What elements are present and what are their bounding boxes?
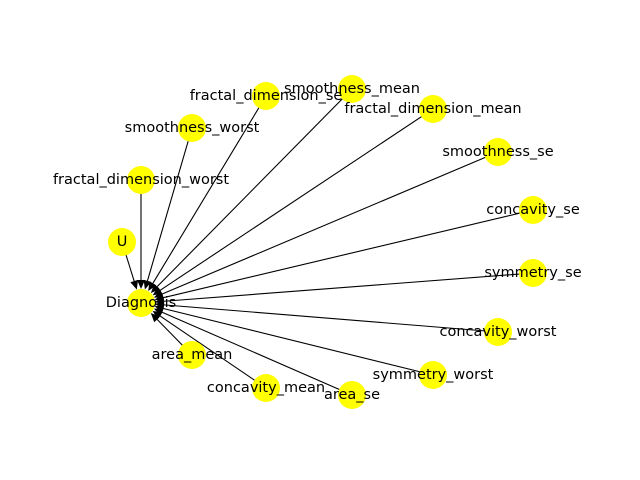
node-label-fractal-dimension-mean: fractal_dimension_mean (344, 101, 521, 117)
node-symmetry-se (519, 259, 547, 287)
edge-concavity-se-to-diagnosis (163, 209, 534, 299)
edge-smoothness-se-to-diagnosis (161, 151, 499, 295)
node-area-mean (178, 341, 206, 369)
node-label-fractal-dimension-se: fractal_dimension_se (190, 88, 343, 104)
edge-concavity-mean-to-diagnosis (159, 315, 267, 389)
node-label-area-se: area_se (324, 387, 380, 403)
node-label-smoothness-mean: smoothness_mean (284, 81, 420, 97)
node-smoothness-worst (178, 114, 206, 142)
node-label-smoothness-worst: smoothness_worst (125, 120, 260, 136)
edge-arrowhead-u (130, 279, 138, 290)
edge-fractal-dimension-se-to-diagnosis (152, 95, 267, 284)
node-diagnosis (127, 289, 155, 317)
node-u (108, 228, 136, 256)
node-label-area-mean: area_mean (152, 347, 233, 363)
edge-arrowhead-area-mean (150, 312, 160, 323)
node-fractal-dimension-worst (127, 166, 155, 194)
node-label-u: U (117, 234, 128, 250)
node-smoothness-mean (338, 75, 366, 103)
node-smoothness-se (484, 138, 512, 166)
edge-area-se-to-diagnosis (161, 311, 353, 396)
node-concavity-mean (252, 374, 280, 402)
edge-symmetry-worst-to-diagnosis (163, 307, 434, 376)
edge-symmetry-se-to-diagnosis (163, 272, 534, 302)
node-label-concavity-mean: concavity_mean (207, 380, 325, 396)
node-fractal-dimension-mean (419, 95, 447, 123)
edge-arrowhead-fractal-dimension-worst (137, 280, 145, 289)
node-concavity-se (519, 196, 547, 224)
node-label-concavity-se: concavity_se (486, 202, 580, 218)
node-area-se (338, 381, 366, 409)
node-label-concavity-worst: concavity_worst (440, 324, 557, 340)
node-label-symmetry-worst: symmetry_worst (373, 367, 494, 383)
edge-smoothness-worst-to-diagnosis (146, 127, 193, 282)
node-label-diagnosis: Diagnosis (106, 295, 176, 311)
node-concavity-worst (484, 318, 512, 346)
edge-arrowhead-concavity-mean (152, 310, 163, 320)
node-label-symmetry-se: symmetry_se (484, 265, 581, 281)
edge-arrowhead-smoothness-mean (150, 283, 160, 294)
edge-arrowhead-fractal-dimension-se (148, 281, 157, 292)
node-label-fractal-dimension-worst: fractal_dimension_worst (53, 172, 229, 188)
edge-concavity-worst-to-diagnosis (163, 304, 499, 333)
node-label-smoothness-se: smoothness_se (442, 144, 553, 160)
nodes-layer (108, 75, 547, 409)
edges-layer (121, 88, 534, 396)
node-symmetry-worst (419, 361, 447, 389)
node-fractal-dimension-se (252, 82, 280, 110)
edge-smoothness-mean-to-diagnosis (156, 88, 353, 288)
edge-fractal-dimension-mean-to-diagnosis (159, 108, 434, 291)
